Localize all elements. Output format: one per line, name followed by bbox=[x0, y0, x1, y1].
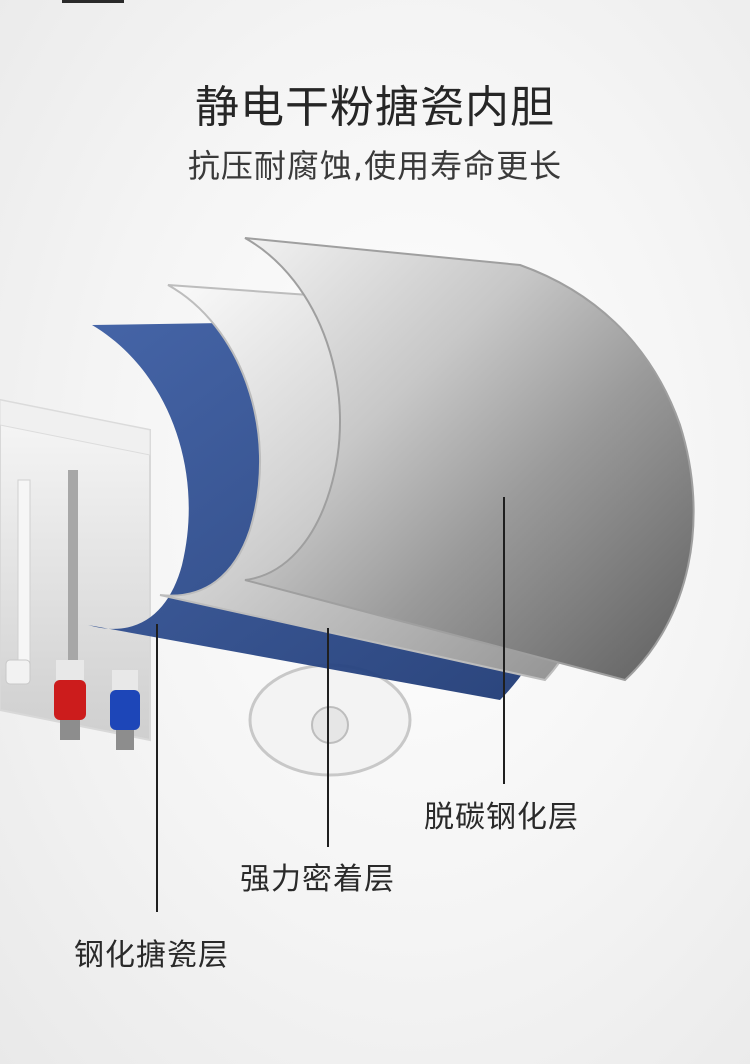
pipe-white bbox=[5, 659, 31, 685]
tank-layers-illustration bbox=[0, 237, 695, 777]
callout-line-blue bbox=[156, 624, 158, 912]
pipe-blue bbox=[110, 670, 140, 750]
subheadline: 抗压耐腐蚀,使用寿命更长 bbox=[187, 147, 563, 185]
inner-rod-white bbox=[17, 479, 31, 671]
top-decor-strip bbox=[62, 0, 124, 3]
tank-end-cap-center bbox=[311, 706, 349, 744]
outer-steel-layer bbox=[244, 237, 695, 682]
headline: 静电干粉搪瓷内胆 bbox=[195, 82, 555, 133]
pipe-red bbox=[54, 660, 86, 740]
callout-line-outer bbox=[503, 497, 505, 784]
label-bond-layer: 强力密着层 bbox=[240, 862, 395, 897]
label-enamel-layer: 钢化搪瓷层 bbox=[74, 938, 229, 973]
inner-rod-gray bbox=[68, 470, 78, 680]
callout-line-middle bbox=[327, 628, 329, 847]
inner-tank-top-band bbox=[0, 399, 151, 456]
label-decarb-steel-layer: 脱碳钢化层 bbox=[424, 800, 579, 835]
